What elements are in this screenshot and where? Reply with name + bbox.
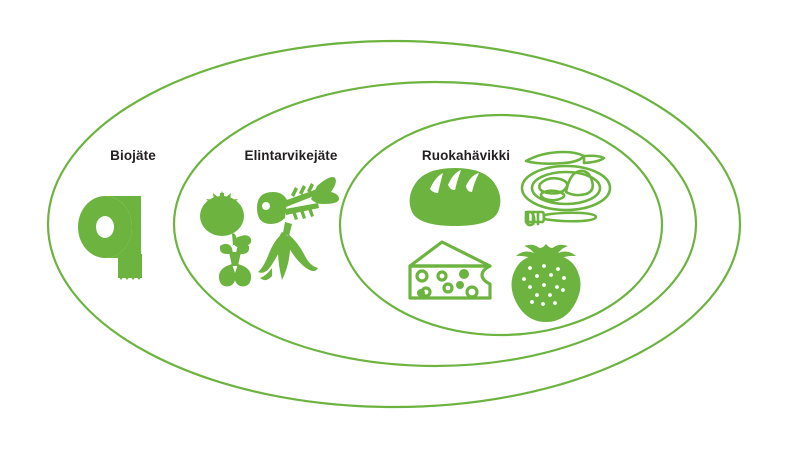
- fish-eye: [262, 202, 270, 210]
- cheese-wedge-icon: [408, 240, 492, 300]
- cheese-hole-filled: [456, 281, 464, 289]
- knife-icon: [524, 150, 606, 165]
- toilet-paper-roll-icon: [78, 196, 142, 280]
- cheese-hole-filled: [459, 269, 469, 279]
- label-group: Biojäte Elintarvikejäte Ruokahävikki: [110, 148, 510, 163]
- bread-slash-2: [448, 170, 461, 190]
- banana-peel-icon: [258, 222, 318, 281]
- cheese-hole: [465, 285, 479, 299]
- ring-label-ruokahavikki: Ruokahävikki: [422, 148, 510, 163]
- tomato-icon: [200, 191, 244, 236]
- cheese-hole: [442, 282, 454, 294]
- bread-loaf-icon: [409, 168, 501, 226]
- bread-slash-3: [466, 173, 479, 192]
- cheese-hole: [415, 269, 429, 283]
- ring-label-biojate: Biojäte: [110, 148, 156, 163]
- bread-slash-1: [430, 173, 443, 193]
- fork-icon: [524, 210, 598, 227]
- fish-bone-icon: [257, 177, 339, 224]
- ring-group: [46, 39, 742, 409]
- apple-core-icon: [218, 233, 252, 287]
- ring-label-elintarvikejate: Elintarvikejäte: [244, 148, 337, 163]
- plate-with-cutlery-icon: [520, 150, 612, 227]
- ring-biojate[interactable]: [46, 39, 742, 409]
- ring-elintarvikejate[interactable]: [172, 80, 698, 368]
- cheese-hole: [436, 270, 448, 282]
- strawberry-icon: [511, 244, 581, 322]
- cheese-hole-filled: [417, 289, 425, 297]
- toilet-paper-hole: [96, 216, 114, 238]
- strawberry-seeds: [522, 264, 566, 306]
- ring-ruokahavikki[interactable]: [338, 113, 664, 337]
- plate-icon: [520, 164, 612, 212]
